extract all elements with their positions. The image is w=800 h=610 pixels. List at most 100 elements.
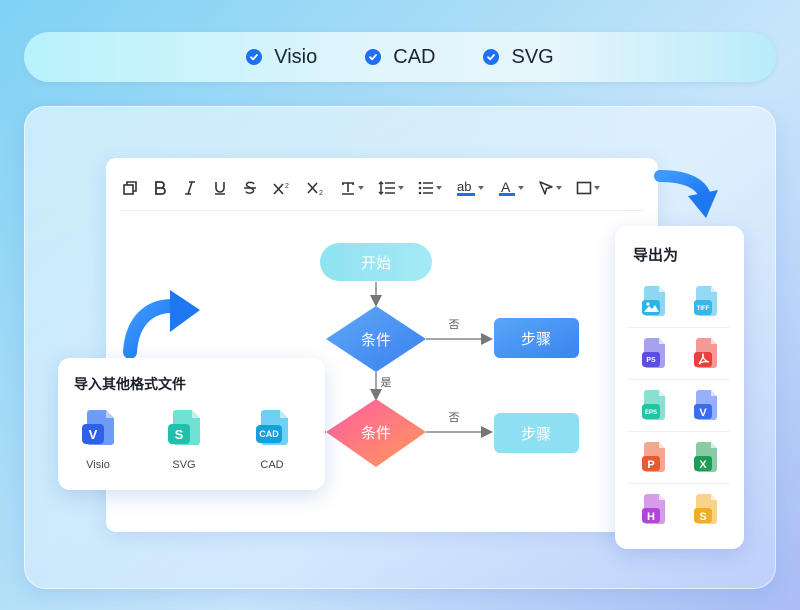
- export-row: TIFF: [629, 275, 730, 328]
- highlight-dropdown[interactable]: ab: [456, 175, 484, 201]
- eps-file-icon: EPS: [642, 390, 665, 420]
- export-row: EPS V: [629, 379, 730, 432]
- check-icon: [365, 49, 382, 65]
- chevron-down-icon: [436, 186, 442, 190]
- import-format-label: CAD: [260, 459, 284, 471]
- import-format-label: SVG: [172, 459, 196, 471]
- font-color-icon: A: [499, 179, 515, 196]
- branch-no-label: 否: [449, 319, 460, 331]
- strikethrough-button[interactable]: [242, 175, 258, 201]
- chevron-down-icon: [594, 186, 600, 190]
- clear-format-dropdown[interactable]: [340, 175, 364, 201]
- copy-icon: [123, 181, 137, 195]
- start-label: 开始: [361, 255, 391, 272]
- format-toolbar: 2 2 ab A: [120, 172, 644, 211]
- clear-format-icon: [342, 182, 354, 195]
- tiff-file-icon: TIFF: [694, 286, 717, 316]
- import-svg-option[interactable]: S SVG: [154, 408, 214, 471]
- visio-glyph: V: [89, 427, 98, 442]
- export-title: 导出为: [633, 247, 679, 264]
- pointer-dropdown[interactable]: [538, 175, 562, 201]
- step-label-1: 步骤: [521, 331, 551, 348]
- supported-formats-bar: Visio CAD SVG: [24, 32, 776, 82]
- italic-button[interactable]: [182, 175, 198, 201]
- font-color-dropdown[interactable]: A: [498, 175, 524, 201]
- file-glyph: H: [647, 511, 655, 523]
- shape-dropdown[interactable]: [576, 175, 600, 201]
- svg-glyph: S: [175, 427, 184, 442]
- tag-label: SVG: [511, 45, 554, 68]
- bold-button[interactable]: [152, 175, 168, 201]
- copy-button[interactable]: [122, 175, 138, 201]
- bold-icon: [155, 181, 166, 195]
- import-cad-option[interactable]: CAD CAD: [242, 408, 302, 471]
- export-row: PS: [629, 327, 730, 380]
- font-color-text: A: [501, 179, 511, 195]
- cad-glyph: CAD: [259, 429, 279, 439]
- tag-cad: CAD: [365, 46, 435, 69]
- tag-label: CAD: [393, 45, 436, 68]
- pdf-file-icon: [694, 338, 717, 368]
- list-dropdown[interactable]: [418, 175, 442, 201]
- italic-icon: [185, 181, 195, 195]
- step-node-2[interactable]: [494, 413, 579, 453]
- image-file-icon: [642, 286, 665, 316]
- html-file-option[interactable]: H: [639, 493, 667, 530]
- image-file-option[interactable]: [639, 285, 667, 322]
- svg-text:2: 2: [285, 183, 289, 190]
- excel-file-option[interactable]: X: [691, 441, 719, 478]
- check-icon: [246, 49, 263, 65]
- list-icon: [418, 181, 433, 195]
- highlight-text: ab: [457, 179, 471, 194]
- start-node[interactable]: [320, 243, 432, 281]
- import-visio-option[interactable]: V Visio: [68, 408, 128, 471]
- import-card: 导入其他格式文件 V Visio S SVG CAD CAD: [58, 358, 325, 490]
- visio-file-option[interactable]: V: [691, 389, 719, 426]
- branch-no-label: 否: [449, 412, 460, 424]
- branch-yes-label: 是: [381, 376, 392, 389]
- underline-button[interactable]: [212, 175, 228, 201]
- file-glyph: TIFF: [697, 306, 710, 312]
- superscript-button[interactable]: 2: [272, 175, 292, 201]
- file-glyph: PS: [646, 357, 656, 364]
- strikethrough-icon: [244, 181, 256, 194]
- condition-node-1[interactable]: [326, 306, 426, 372]
- ps-file-icon: PS: [642, 338, 665, 368]
- tag-label: Visio: [274, 45, 318, 68]
- ppt-file-option[interactable]: P: [639, 441, 667, 478]
- line-spacing-dropdown[interactable]: [378, 175, 404, 201]
- subscript-icon: 2: [307, 182, 323, 196]
- condition-node-2[interactable]: [326, 399, 426, 467]
- chevron-down-icon: [556, 186, 562, 190]
- superscript-icon: 2: [273, 183, 289, 195]
- tiff-file-option[interactable]: TIFF: [691, 285, 719, 322]
- file-glyph: P: [647, 459, 654, 471]
- ppt-file-icon: P: [642, 442, 665, 472]
- visio-file-icon: V: [694, 390, 717, 420]
- ps-file-option[interactable]: PS: [639, 337, 667, 374]
- pdf-file-option[interactable]: [691, 337, 719, 374]
- condition-label-2: 条件: [361, 425, 391, 442]
- chevron-down-icon: [398, 186, 404, 190]
- html-file-icon: H: [642, 494, 665, 524]
- file-glyph: EPS: [645, 410, 657, 416]
- subscript-button[interactable]: 2: [306, 175, 326, 201]
- svg-text:2: 2: [319, 190, 323, 196]
- line-spacing-icon: [378, 180, 395, 196]
- eps-file-option[interactable]: EPS: [639, 389, 667, 426]
- visio-file-icon: V: [82, 410, 114, 445]
- import-arrow-icon: [123, 290, 200, 359]
- svg-file-option[interactable]: S: [691, 493, 719, 530]
- check-icon: [483, 49, 500, 65]
- file-glyph: S: [699, 511, 706, 523]
- import-title: 导入其他格式文件: [74, 376, 186, 392]
- chevron-down-icon: [518, 186, 524, 190]
- step-node-1[interactable]: [494, 318, 579, 358]
- import-format-label: Visio: [86, 459, 110, 471]
- highlight-icon: ab: [457, 179, 475, 196]
- chevron-down-icon: [358, 186, 364, 190]
